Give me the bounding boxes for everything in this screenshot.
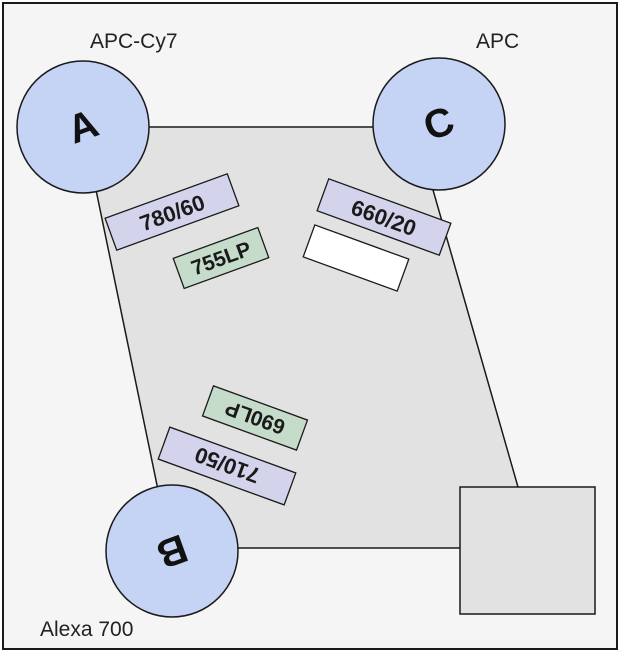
empty-filter-slot [302,224,410,292]
detector-b-circle [105,484,239,618]
detector-c: C [372,57,506,191]
detector-c-circle [372,57,506,191]
light-path-polygon [82,126,521,549]
source-box [459,486,596,615]
detector-b-fluor-label: Alexa 700 [40,618,134,641]
detector-a: A [16,60,150,194]
detector-a-circle [16,60,150,194]
detector-a-fluor-label: APC-Cy7 [90,30,178,53]
detector-b: B [105,484,239,618]
detector-c-fluor-label: APC [476,30,520,53]
